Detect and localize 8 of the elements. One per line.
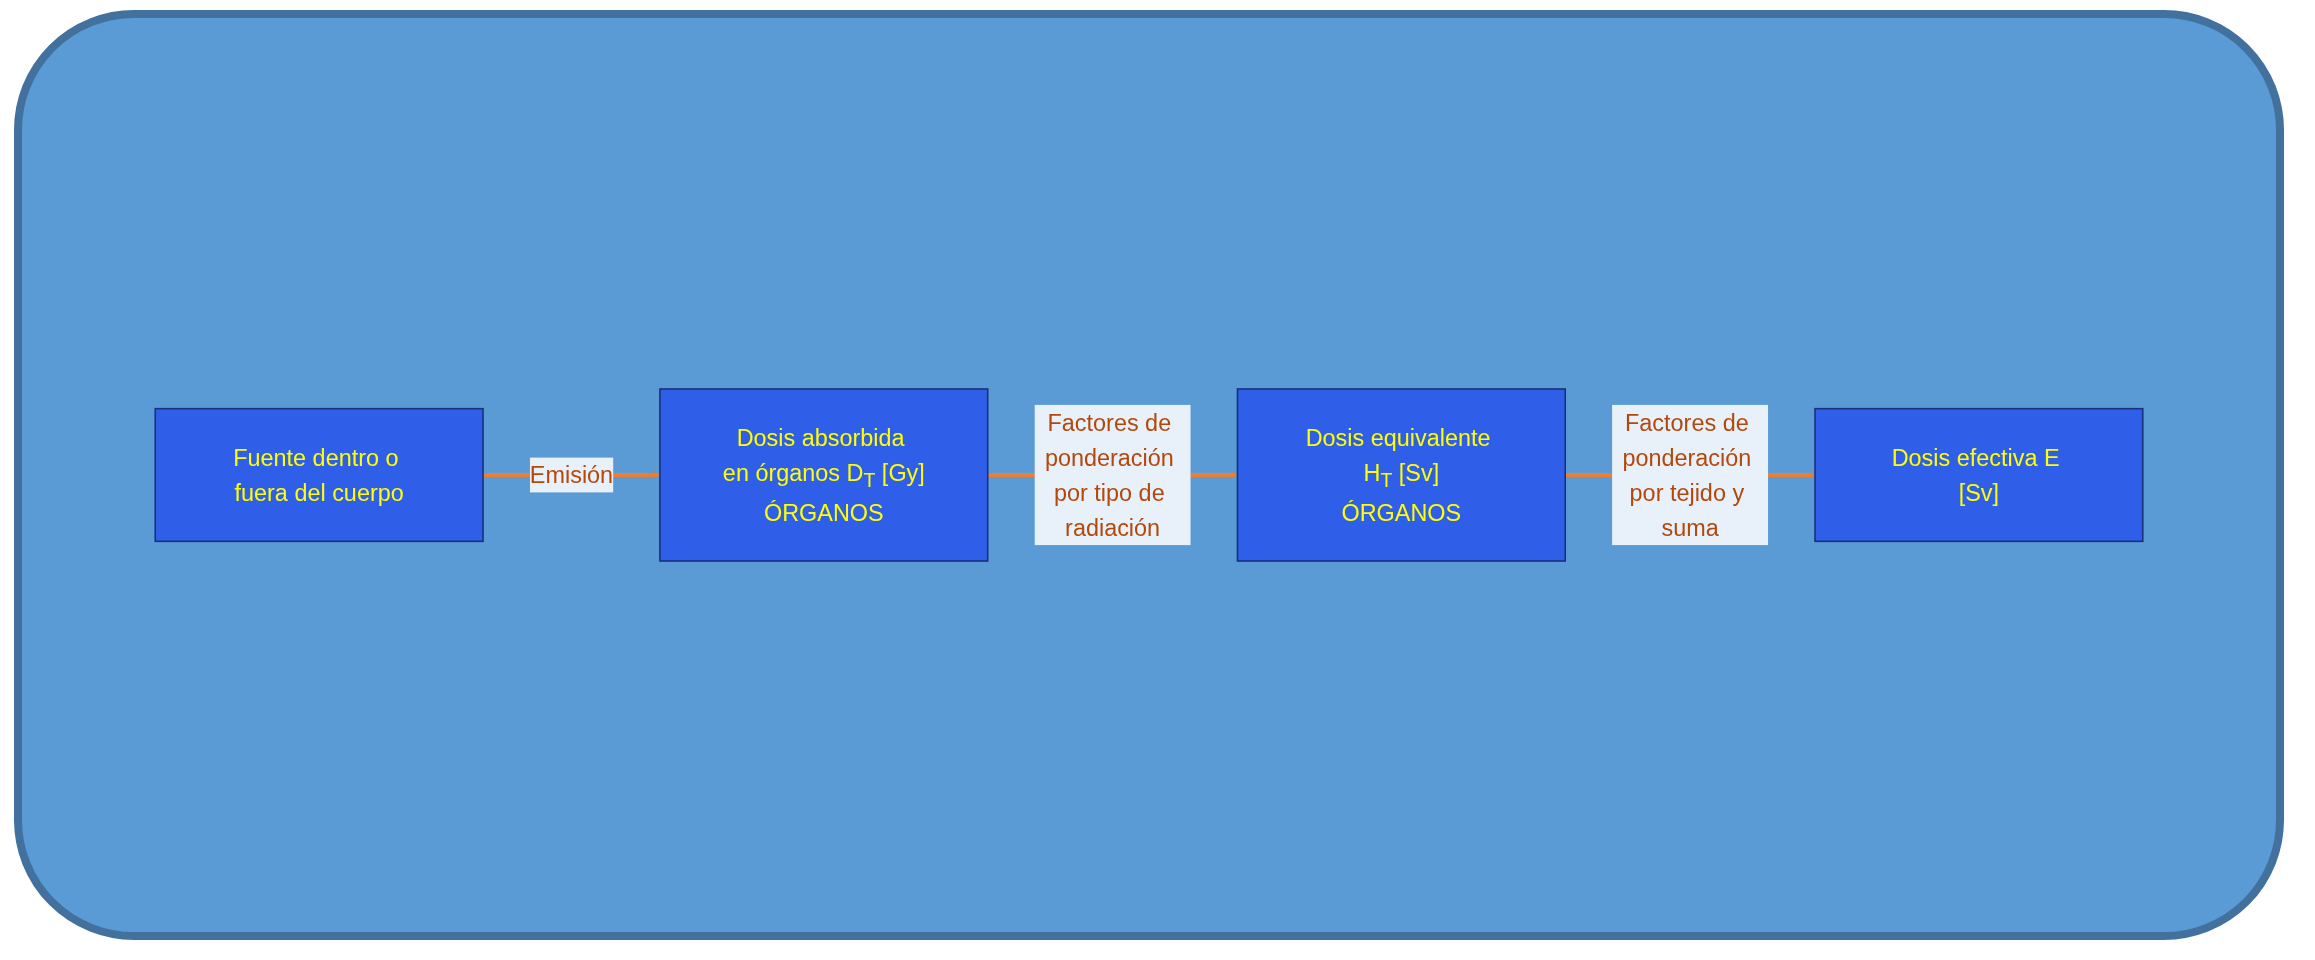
node-box	[1236, 388, 1566, 562]
edge-label: Factores de ponderación por tejido y suma	[1622, 409, 1752, 541]
node-box	[1814, 407, 2144, 543]
panel-background: Emisión Factores de ponderación por tipo de radiación Factores de ponderación por tejido y suma Fuente dentro o fuera del cuerpo Dosis absorbida en órganos D$_{T}$ [Gy] ÓRGANOS Dosis equivalente H$_{T}$ [Sv] ÓRGANOS Dosis efectiva E [Sv]	[14, 10, 2284, 940]
node-box	[659, 388, 989, 562]
edge-label: Factores de ponderación por tipo de radiación	[1044, 409, 1174, 541]
node-box	[154, 407, 484, 543]
edge-label: Emisión	[529, 462, 614, 488]
